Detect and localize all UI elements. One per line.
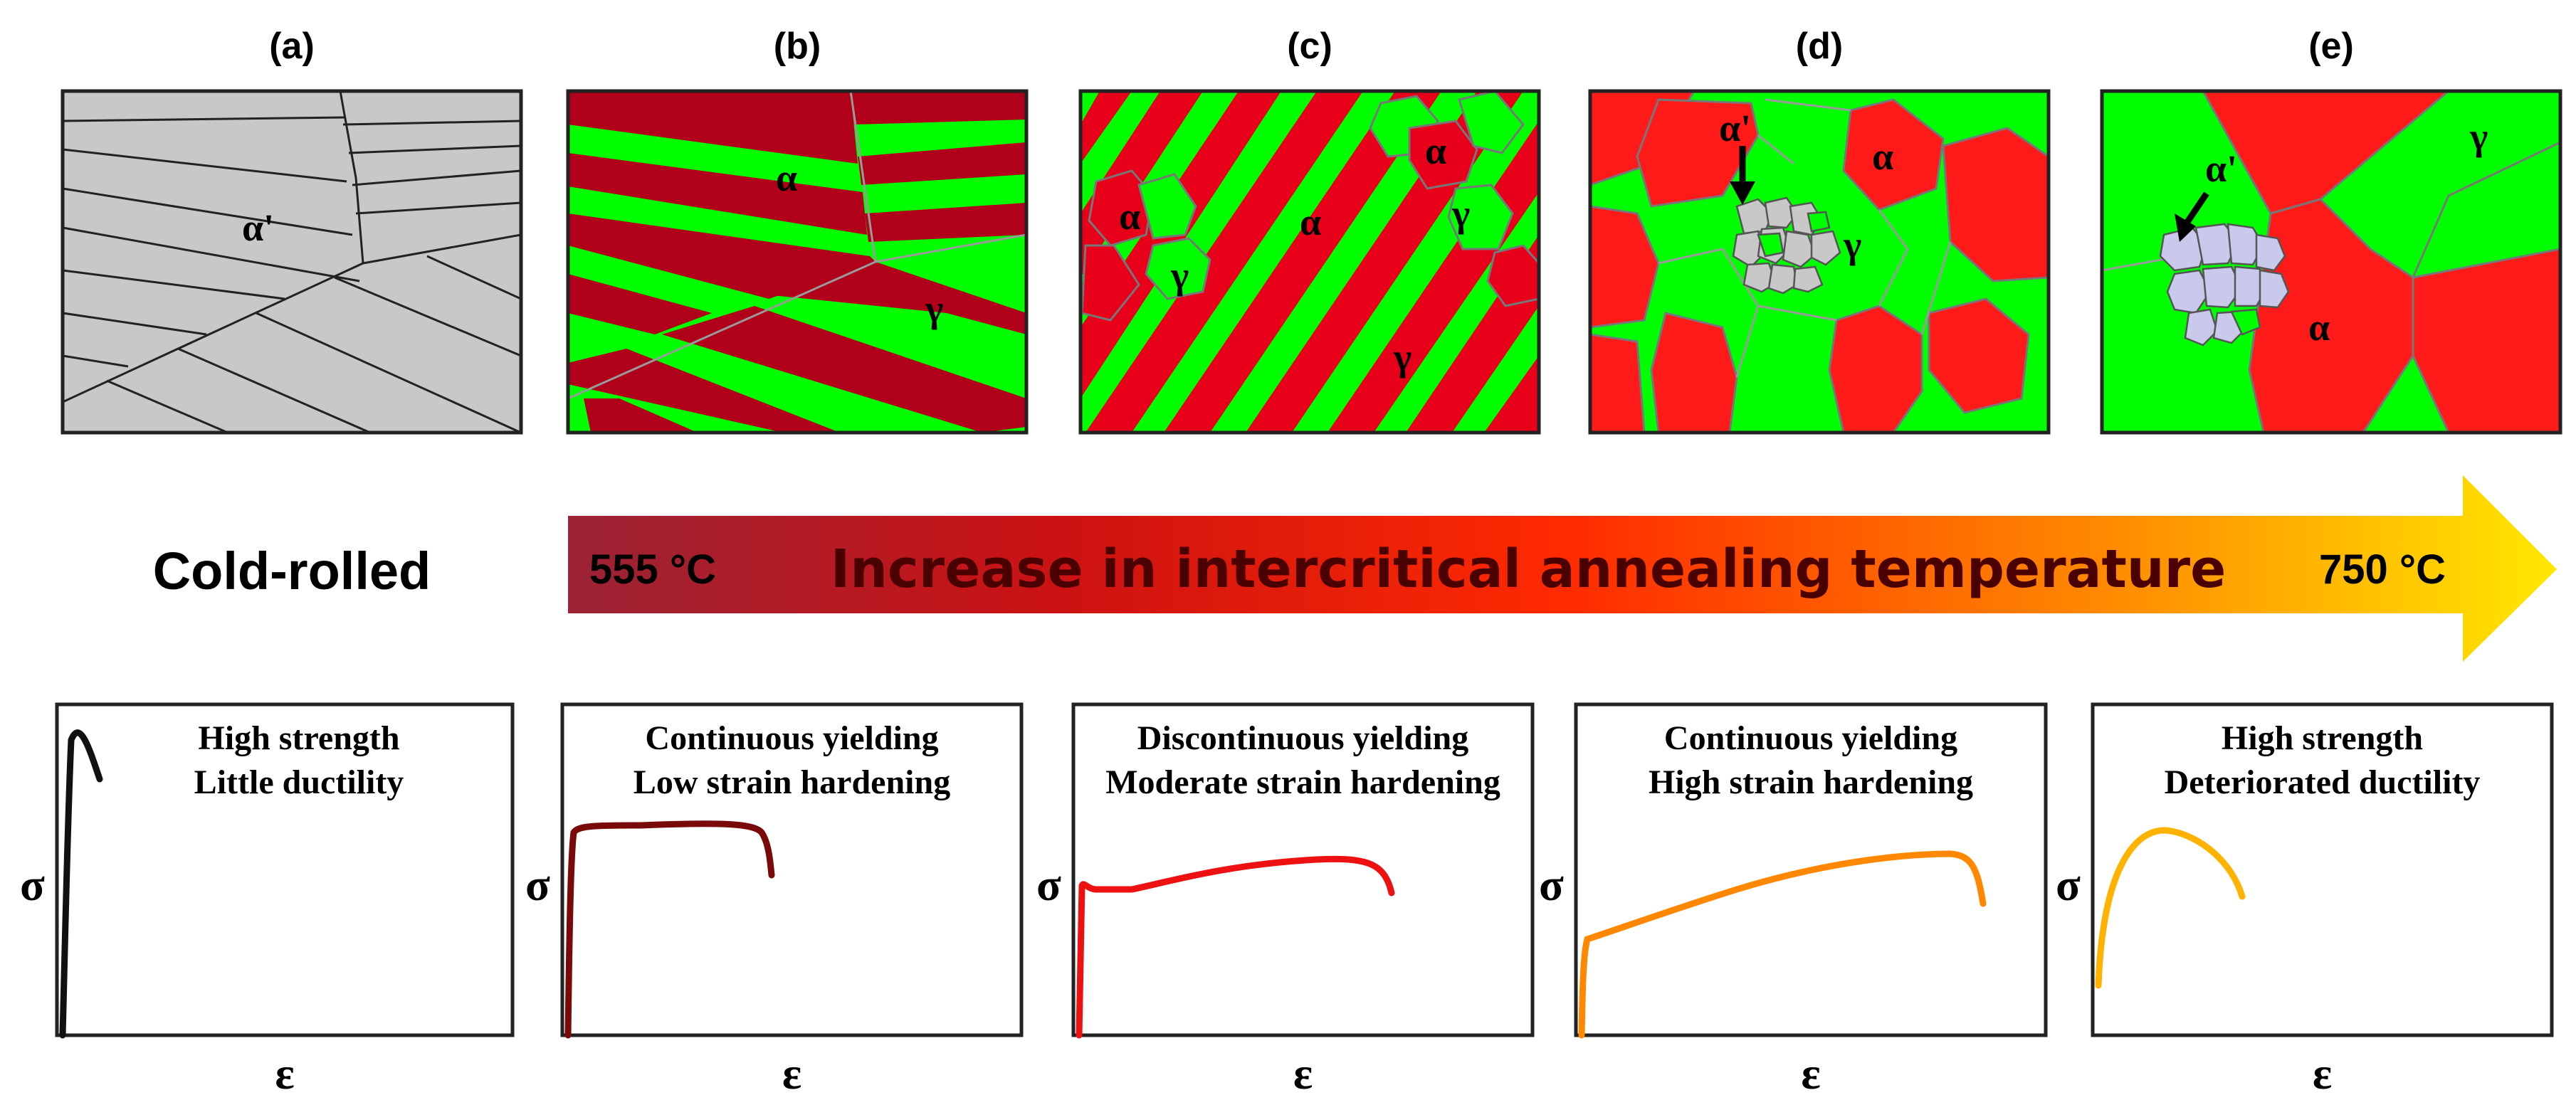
curve-caption-2-line1: Continuous yielding — [645, 719, 938, 757]
phase-label-d-alpha: α — [1872, 135, 1893, 178]
y-axis-label-5: σ — [2056, 860, 2081, 910]
phase-label-c-gamma-2: γ — [1451, 192, 1470, 235]
panel-label-d: (d) — [1796, 26, 1843, 67]
panel-label-a: (a) — [269, 26, 315, 67]
y-axis-label-4: σ — [1539, 860, 1564, 910]
arrow-start-temp: 555 °C — [589, 546, 716, 593]
arrow-text: Increase in intercritical annealing temp… — [831, 539, 2227, 600]
microstructure-panel-c: α α α γ γ γ — [1078, 89, 1541, 435]
microstructure-panel-d: α' α γ — [1588, 89, 2051, 435]
stress-strain-curve-2 — [564, 820, 775, 1039]
stress-strain-curve-4 — [1578, 850, 1987, 1039]
phase-label-d-martensite: α' — [1719, 107, 1751, 149]
curve-caption-5-line2: Deteriorated ductility — [2165, 763, 2481, 801]
stress-strain-curve-3 — [1076, 855, 1395, 1039]
curve-box-5 — [2091, 702, 2554, 1037]
phase-label-e-alpha: α — [2308, 306, 2330, 349]
curve-caption-1-line1: High strength — [198, 719, 399, 757]
phase-label-c-gamma-3: γ — [1393, 336, 1411, 379]
panel-label-e: (e) — [2308, 26, 2354, 67]
x-axis-label-4: ε — [1801, 1048, 1820, 1099]
y-axis-label-1: σ — [20, 860, 45, 910]
curve-caption-2-line2: Low strain hardening — [634, 763, 950, 801]
phase-label-c-gamma-1: γ — [1170, 254, 1189, 297]
panel-label-b: (b) — [774, 26, 821, 67]
arrow-end-temp: 750 °C — [2319, 546, 2446, 593]
y-axis-label-3: σ — [1036, 860, 1061, 910]
microstructure-panel-e: α' γ α — [2100, 89, 2562, 435]
phase-label-a-martensite: α' — [242, 206, 274, 249]
martensite-arrow-e — [2185, 191, 2209, 224]
curve-box-1 — [55, 702, 515, 1037]
microstructure-panel-a: α' — [61, 89, 523, 435]
stress-strain-curve-5 — [2095, 827, 2246, 989]
curve-box-2 — [560, 702, 1024, 1037]
x-axis-label-1: ε — [275, 1048, 294, 1099]
x-axis-label-3: ε — [1293, 1048, 1313, 1099]
temperature-arrow: 555 °C Increase in intercritical anneali… — [568, 475, 2557, 662]
curve-caption-3-line2: Moderate strain hardening — [1105, 763, 1500, 801]
x-axis-label-2: ε — [782, 1048, 801, 1099]
curve-box-3 — [1071, 702, 1535, 1037]
phase-label-e-martensite: α' — [2205, 147, 2237, 190]
phase-label-c-alpha-3: α — [1425, 129, 1446, 172]
y-axis-label-2: σ — [525, 860, 550, 910]
microstructure-panel-b: α γ — [566, 89, 1029, 435]
phase-label-b-gamma: γ — [925, 287, 943, 330]
x-axis-label-5: ε — [2313, 1048, 2332, 1099]
phase-label-b-alpha: α — [776, 157, 797, 199]
phase-label-e-gamma: γ — [2469, 115, 2488, 158]
curve-caption-1-line2: Little ductility — [194, 763, 404, 801]
stress-strain-curve-1 — [59, 729, 103, 1039]
curve-caption-3-line1: Discontinuous yielding — [1137, 719, 1468, 757]
cold-rolled-label: Cold-rolled — [153, 541, 431, 601]
phase-label-d-gamma: γ — [1843, 223, 1861, 266]
curve-caption-4-line1: Continuous yielding — [1664, 719, 1957, 757]
phase-label-c-alpha-1: α — [1119, 195, 1140, 238]
panel-label-c: (c) — [1287, 26, 1332, 67]
curve-caption-4-line2: High strain hardening — [1649, 763, 1973, 801]
curve-caption-5-line1: High strength — [2222, 719, 2423, 757]
phase-label-c-alpha-2: α — [1300, 201, 1321, 243]
